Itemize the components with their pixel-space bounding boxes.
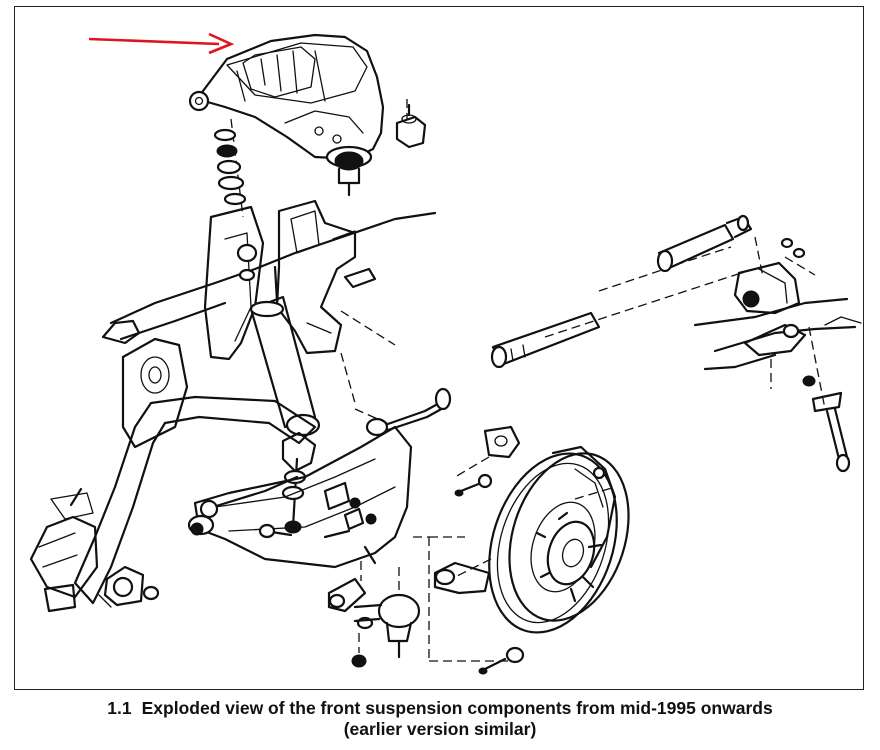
upper-ball-joint: [325, 145, 373, 197]
steering-knuckle: [433, 425, 525, 675]
lower-arm-bolt: [354, 387, 452, 437]
drop-link: [281, 431, 317, 534]
torsion-bar-anchor: [693, 237, 862, 473]
red-arrow-icon: [88, 32, 235, 55]
lower-ball-joint: [327, 561, 421, 668]
caption-line-1: 1.1 Exploded view of the front suspension…: [0, 698, 880, 719]
bump-stop: [395, 99, 427, 149]
caption-text: Exploded view of the front suspension co…: [141, 698, 773, 718]
front-pivot-bolt: [199, 475, 299, 539]
figure-frame: [14, 6, 864, 690]
torsion-bar: [490, 214, 753, 369]
caption-line-2: (earlier version similar): [343, 719, 537, 739]
upper-control-arm: [188, 33, 385, 161]
leader-lines: [413, 236, 826, 662]
anti-roll-bar: [29, 395, 317, 613]
chassis-frame: [101, 199, 437, 449]
shock-absorber: [249, 265, 321, 437]
wheel-hub: [535, 511, 603, 603]
figure-number: 1.1: [107, 698, 132, 718]
anti-roll-bar-clamp: [98, 565, 160, 608]
brake-backplate: [551, 445, 617, 569]
washer-stack: [213, 118, 247, 218]
suspension-exploded-view: [29, 32, 862, 675]
figure-caption: 1.1 Exploded view of the front suspension…: [0, 698, 880, 740]
